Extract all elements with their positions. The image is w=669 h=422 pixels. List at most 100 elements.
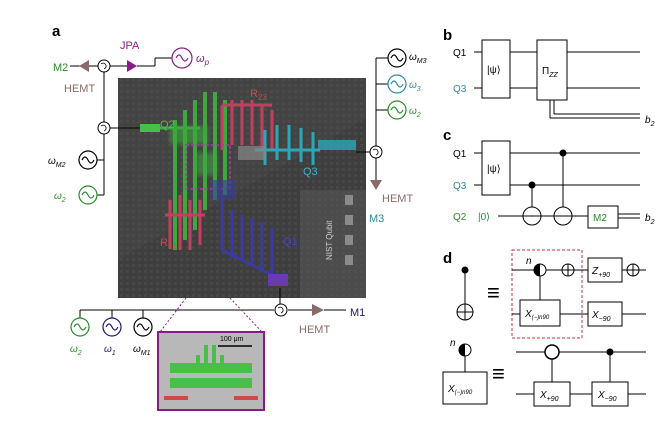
panel-d-equiv-top: ≡ [487,280,500,305]
q1-pad [212,180,236,200]
panel-c-m2-box [587,205,619,229]
panel-d-xm90-top-box [587,301,623,327]
q1-feed [268,274,288,286]
panel-d-filled-control [606,348,614,356]
panel-c-psi-box [481,140,511,196]
omega-2-left-label: ω2 [54,191,66,204]
panel-d-xm90-bottom: X−90 [597,390,617,403]
q1-label: Q1 [283,236,298,248]
q2-qubit-glow [170,126,208,144]
panel-b-pi: ΠZZ [542,66,559,79]
source-2-right-sine-icon [390,106,404,114]
circulator-q2-arrow [100,124,107,132]
q3-feed [318,140,356,150]
jpa-amp [127,60,137,72]
panel-d-z90-box [587,257,623,283]
source-m1-sine-icon [136,323,150,331]
r12-resonator [165,195,205,250]
source-m3-sine-icon [390,54,404,62]
panel-c-q1-label: Q1 [453,149,467,160]
scale-bar-label: 100 μm [220,336,244,343]
panel-d-x-n90-top: X(−)n90 [524,309,550,321]
m1-label: M1 [350,307,365,319]
panel-d-xp90-box [533,381,571,407]
panel-c-q3-label: Q3 [453,181,467,192]
panel-b-pi-box [536,39,568,101]
source-3-sine-icon [390,80,404,88]
omega-m2-label: ωM2 [48,156,66,169]
circulator-m2-arrow [100,62,107,70]
zoom-source-box [185,144,231,190]
source-2-bottom-sine-icon [73,323,87,331]
panel-c-label: c [443,127,451,144]
panel-b-b2: b2 [645,115,655,128]
circulator-q1-arrow [277,306,284,314]
r12-label: R12 [160,237,177,251]
omega-2-bottom-label: ω2 [70,344,82,357]
panel-d-xm90-bottom-box [591,381,629,407]
panel-d-x-n90-top-box [519,299,561,327]
panel-a-label: a [52,23,61,40]
r23-resonator [220,100,274,150]
panel-d-n-top: n [526,256,532,267]
q3-qubit-pad [238,146,266,160]
panel-c-control-1 [528,181,536,189]
q2-label: Q2 [160,119,175,131]
circulator-q1 [274,303,288,317]
omega-1-label: ω1 [104,344,116,357]
panel-d-dashed-box [511,249,583,339]
panel-c-q2-label: Q2 [453,212,467,223]
panel-d-xp90: X+90 [539,390,559,403]
omega-3-label: ω3 [409,80,421,93]
m2-label: M2 [53,62,68,74]
panel-b-q3-label: Q3 [453,84,467,95]
panel-d-n-bottom: n [450,338,456,349]
panel-b-psi: |ψ⟩ [487,65,501,76]
circulator-q3-arrow [372,148,379,156]
omega-m3-label: ωM3 [409,52,427,65]
panel-c-control-2 [559,149,567,157]
panel-d-oplus-top-1 [561,263,575,277]
hemt-right-label: HEMT [382,193,413,205]
circulator-q2 [97,121,111,135]
m3-label: M3 [369,213,384,225]
hemt-bottom-label: HEMT [299,324,330,336]
hemt-left-amp [79,60,89,72]
hemt-left-label: HEMT [64,83,95,95]
panel-d-x-n90-bottom-box [442,371,488,405]
panel-d-z90: Z+90 [591,266,610,279]
panel-d-open-control [544,344,560,360]
zoom-line-left [159,297,187,333]
zoom-inset: 100 μm [157,331,265,411]
panel-d-x-n90-bottom: X(−)n90 [447,384,473,396]
zoom-line-right [229,297,263,333]
hemt-right-amp [370,180,382,190]
source-m2-sine-icon [81,156,95,164]
panel-d-xm90-top: X−90 [591,310,611,323]
omega-2-right-label: ω2 [409,106,421,119]
chip-text: NIST Qubit [325,220,334,260]
panel-b-psi-box [481,39,511,99]
q3-label: Q3 [303,166,318,178]
panel-d-label: d [443,250,452,267]
q1-resonator [220,200,274,277]
panel-d-equiv-bottom: ≡ [492,361,505,386]
q2-feed [140,124,160,132]
panel-b-q1-label: Q1 [453,48,467,59]
panel-c-m2: M2 [593,213,607,224]
jpa-label: JPA [120,40,140,52]
r23-label: R23 [250,88,267,102]
panel-c-b2: b2 [645,213,655,226]
panel-d-cnot-symbol [456,266,474,321]
omega-p-label: ωp [196,53,210,67]
panel-c-psi: |ψ⟩ [487,164,501,175]
bond-pads [345,195,353,265]
panel-d-n-control-top [533,263,547,277]
source-2-left-sine-icon [81,191,95,199]
center-qubit-glow [196,153,216,175]
source-1-sine-icon [105,323,119,331]
panel-d-n-control-bottom-symbol [458,343,472,372]
panel-c-zero-label: |0⟩ [478,212,490,223]
